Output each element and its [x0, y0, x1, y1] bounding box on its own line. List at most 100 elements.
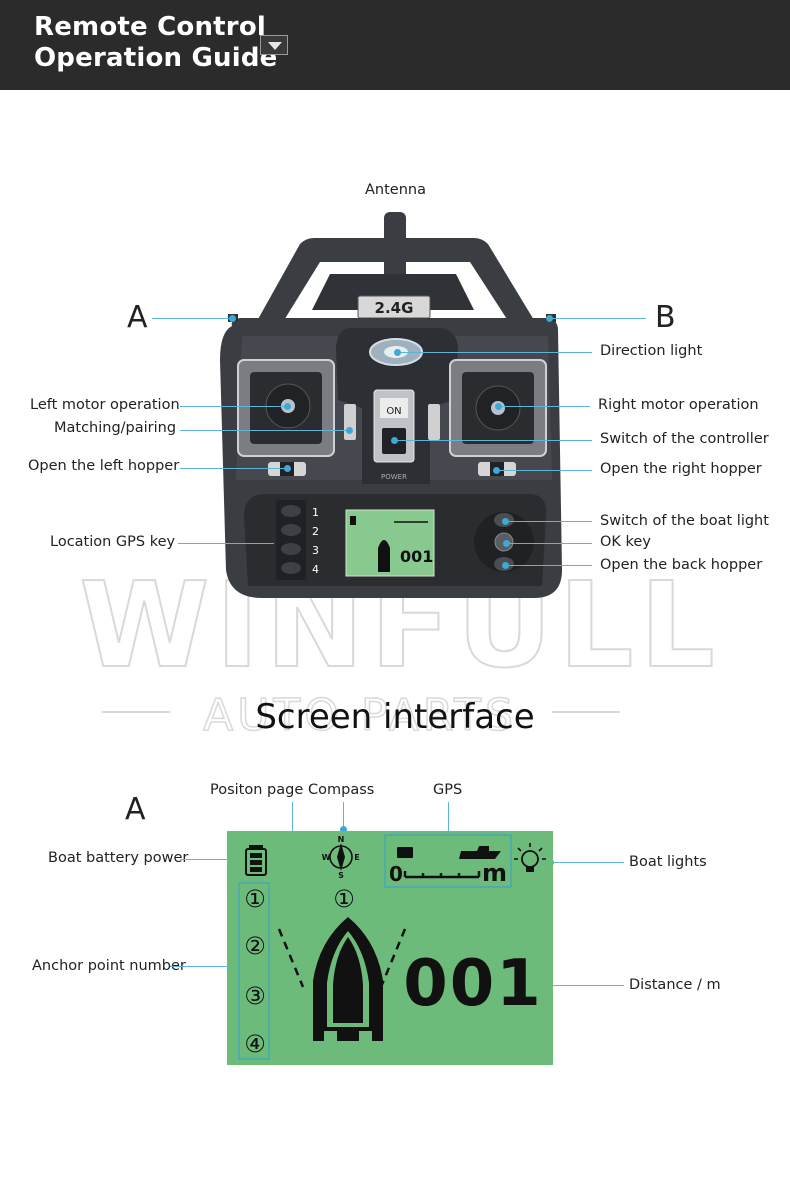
- compass-south: S: [338, 871, 344, 880]
- leader-dot-right-hopper: [493, 467, 500, 474]
- power-caption: POWER: [381, 473, 407, 481]
- gps-scale: 0 m: [389, 846, 507, 887]
- leader-dot-ok-key: [503, 540, 510, 547]
- side-b-letter: B: [655, 300, 676, 335]
- gps-key-2[interactable]: [281, 524, 301, 536]
- label-distance: Distance / m: [629, 977, 721, 993]
- power-on-window: [380, 398, 408, 418]
- lcd-screen: N S W E 0 m ① ① ② ③ ④ 001: [227, 831, 553, 1065]
- leader-dot-left-motor: [284, 403, 291, 410]
- leader-ok-key: [508, 543, 592, 544]
- leader-right-motor: [500, 406, 590, 407]
- label-anchor-point: Anchor point number: [32, 958, 186, 974]
- battery-icon: [245, 845, 267, 876]
- leader-gps-key: [178, 543, 274, 544]
- leader-right-hopper: [498, 470, 592, 471]
- leader-side-a: [152, 318, 232, 319]
- leader-matching-pairing: [180, 430, 348, 431]
- top-ridge: [312, 274, 474, 310]
- label-switch-boat-light: Switch of the boat light: [600, 513, 769, 529]
- leader-distance: [522, 985, 624, 986]
- leader-left-hopper: [180, 468, 286, 469]
- left-fan-line: [277, 928, 305, 988]
- leader-gps: [448, 802, 449, 835]
- scale-unit: m: [482, 859, 507, 887]
- leader-dot-left-hopper: [284, 465, 291, 472]
- scale-start: 0: [389, 862, 403, 886]
- label-boat-battery: Boat battery power: [48, 850, 189, 866]
- gps-key-3[interactable]: [281, 543, 301, 555]
- anchor-2: ②: [244, 932, 266, 960]
- mini-battery-icon: [350, 516, 356, 525]
- page-title: Remote Control Operation Guide: [34, 12, 278, 74]
- label-open-left-hopper: Open the left hopper: [28, 458, 180, 474]
- label-compass: Compass: [308, 782, 375, 798]
- leader-side-b: [550, 318, 646, 319]
- title-line-2: Operation Guide: [34, 43, 278, 73]
- gps-key-column: [276, 500, 306, 580]
- leader-direction-light: [398, 352, 592, 353]
- compass-north: N: [338, 835, 345, 844]
- gps-key-4[interactable]: [281, 562, 301, 574]
- gps-key-label-1: 1: [312, 506, 319, 519]
- label-right-motor: Right motor operation: [598, 397, 759, 413]
- dropdown-button[interactable]: [260, 35, 288, 55]
- compass-icon: N S W E: [322, 835, 360, 880]
- leader-dot-side-b: [546, 315, 553, 322]
- label-gps: GPS: [433, 782, 463, 798]
- position-page-number: ①: [333, 885, 355, 913]
- gps-key-label-2: 2: [312, 525, 319, 538]
- label-boat-lights: Boat lights: [629, 854, 707, 870]
- leader-dot-back-hopper: [502, 562, 509, 569]
- label-matching-pairing: Matching/pairing: [54, 420, 177, 436]
- screen-side-a-letter: A: [125, 792, 146, 827]
- label-antenna: Antenna: [365, 182, 426, 198]
- leader-dot-switch-controller: [391, 437, 398, 444]
- boat-mini-icon: [459, 846, 501, 859]
- lcd-background: [227, 831, 553, 1065]
- frequency-badge-text: 2.4G: [375, 299, 414, 317]
- mini-boat-icon: [378, 540, 390, 572]
- leader-dot-direction-light: [394, 349, 401, 356]
- distance-value: 001: [403, 947, 543, 1021]
- pairing-switch[interactable]: [344, 404, 356, 440]
- title-line-1: Remote Control: [34, 12, 267, 42]
- gps-key-label-4: 4: [312, 563, 319, 576]
- right-trim-switch[interactable]: [428, 404, 440, 440]
- label-position-page: Positon page: [210, 782, 304, 798]
- leader-back-hopper: [506, 565, 592, 566]
- label-switch-controller: Switch of the controller: [600, 431, 769, 447]
- leader-boat-lights: [552, 862, 624, 863]
- label-open-back-hopper: Open the back hopper: [600, 557, 763, 573]
- compass-west: W: [322, 853, 331, 862]
- gps-highlight-box: [384, 834, 512, 888]
- leader-left-motor: [180, 406, 286, 407]
- right-fan-line: [379, 928, 407, 988]
- label-direction-light: Direction light: [600, 343, 703, 359]
- leader-battery: [180, 859, 240, 860]
- compass-east: E: [354, 853, 359, 862]
- anchor-highlight-box: [238, 882, 270, 1060]
- label-open-right-hopper: Open the right hopper: [600, 461, 762, 477]
- header-bar: Remote Control Operation Guide: [0, 0, 790, 90]
- boat-icon: [313, 917, 383, 1041]
- leader-dot-right-motor: [495, 403, 502, 410]
- leader-dot-side-a: [229, 315, 236, 322]
- leader-switch-controller: [396, 440, 592, 441]
- side-a-letter: A: [127, 300, 148, 335]
- anchor-3: ③: [244, 982, 266, 1010]
- label-ok-key: OK key: [600, 534, 651, 550]
- handle: [252, 238, 540, 330]
- leader-dot-boat-light: [502, 518, 509, 525]
- leader-boat-light: [506, 521, 592, 522]
- gps-key-label-3: 3: [312, 544, 319, 557]
- anchor-1: ①: [244, 885, 266, 913]
- leader-compass: [343, 802, 344, 828]
- mini-distance: 001: [400, 547, 433, 566]
- leader-dot-matching-pairing: [346, 427, 353, 434]
- section-title-screen-interface: Screen interface: [255, 697, 535, 737]
- chevron-down-icon: [268, 42, 282, 50]
- gps-key-1[interactable]: [281, 505, 301, 517]
- label-location-gps-key: Location GPS key: [50, 534, 176, 550]
- leader-anchor: [170, 966, 240, 967]
